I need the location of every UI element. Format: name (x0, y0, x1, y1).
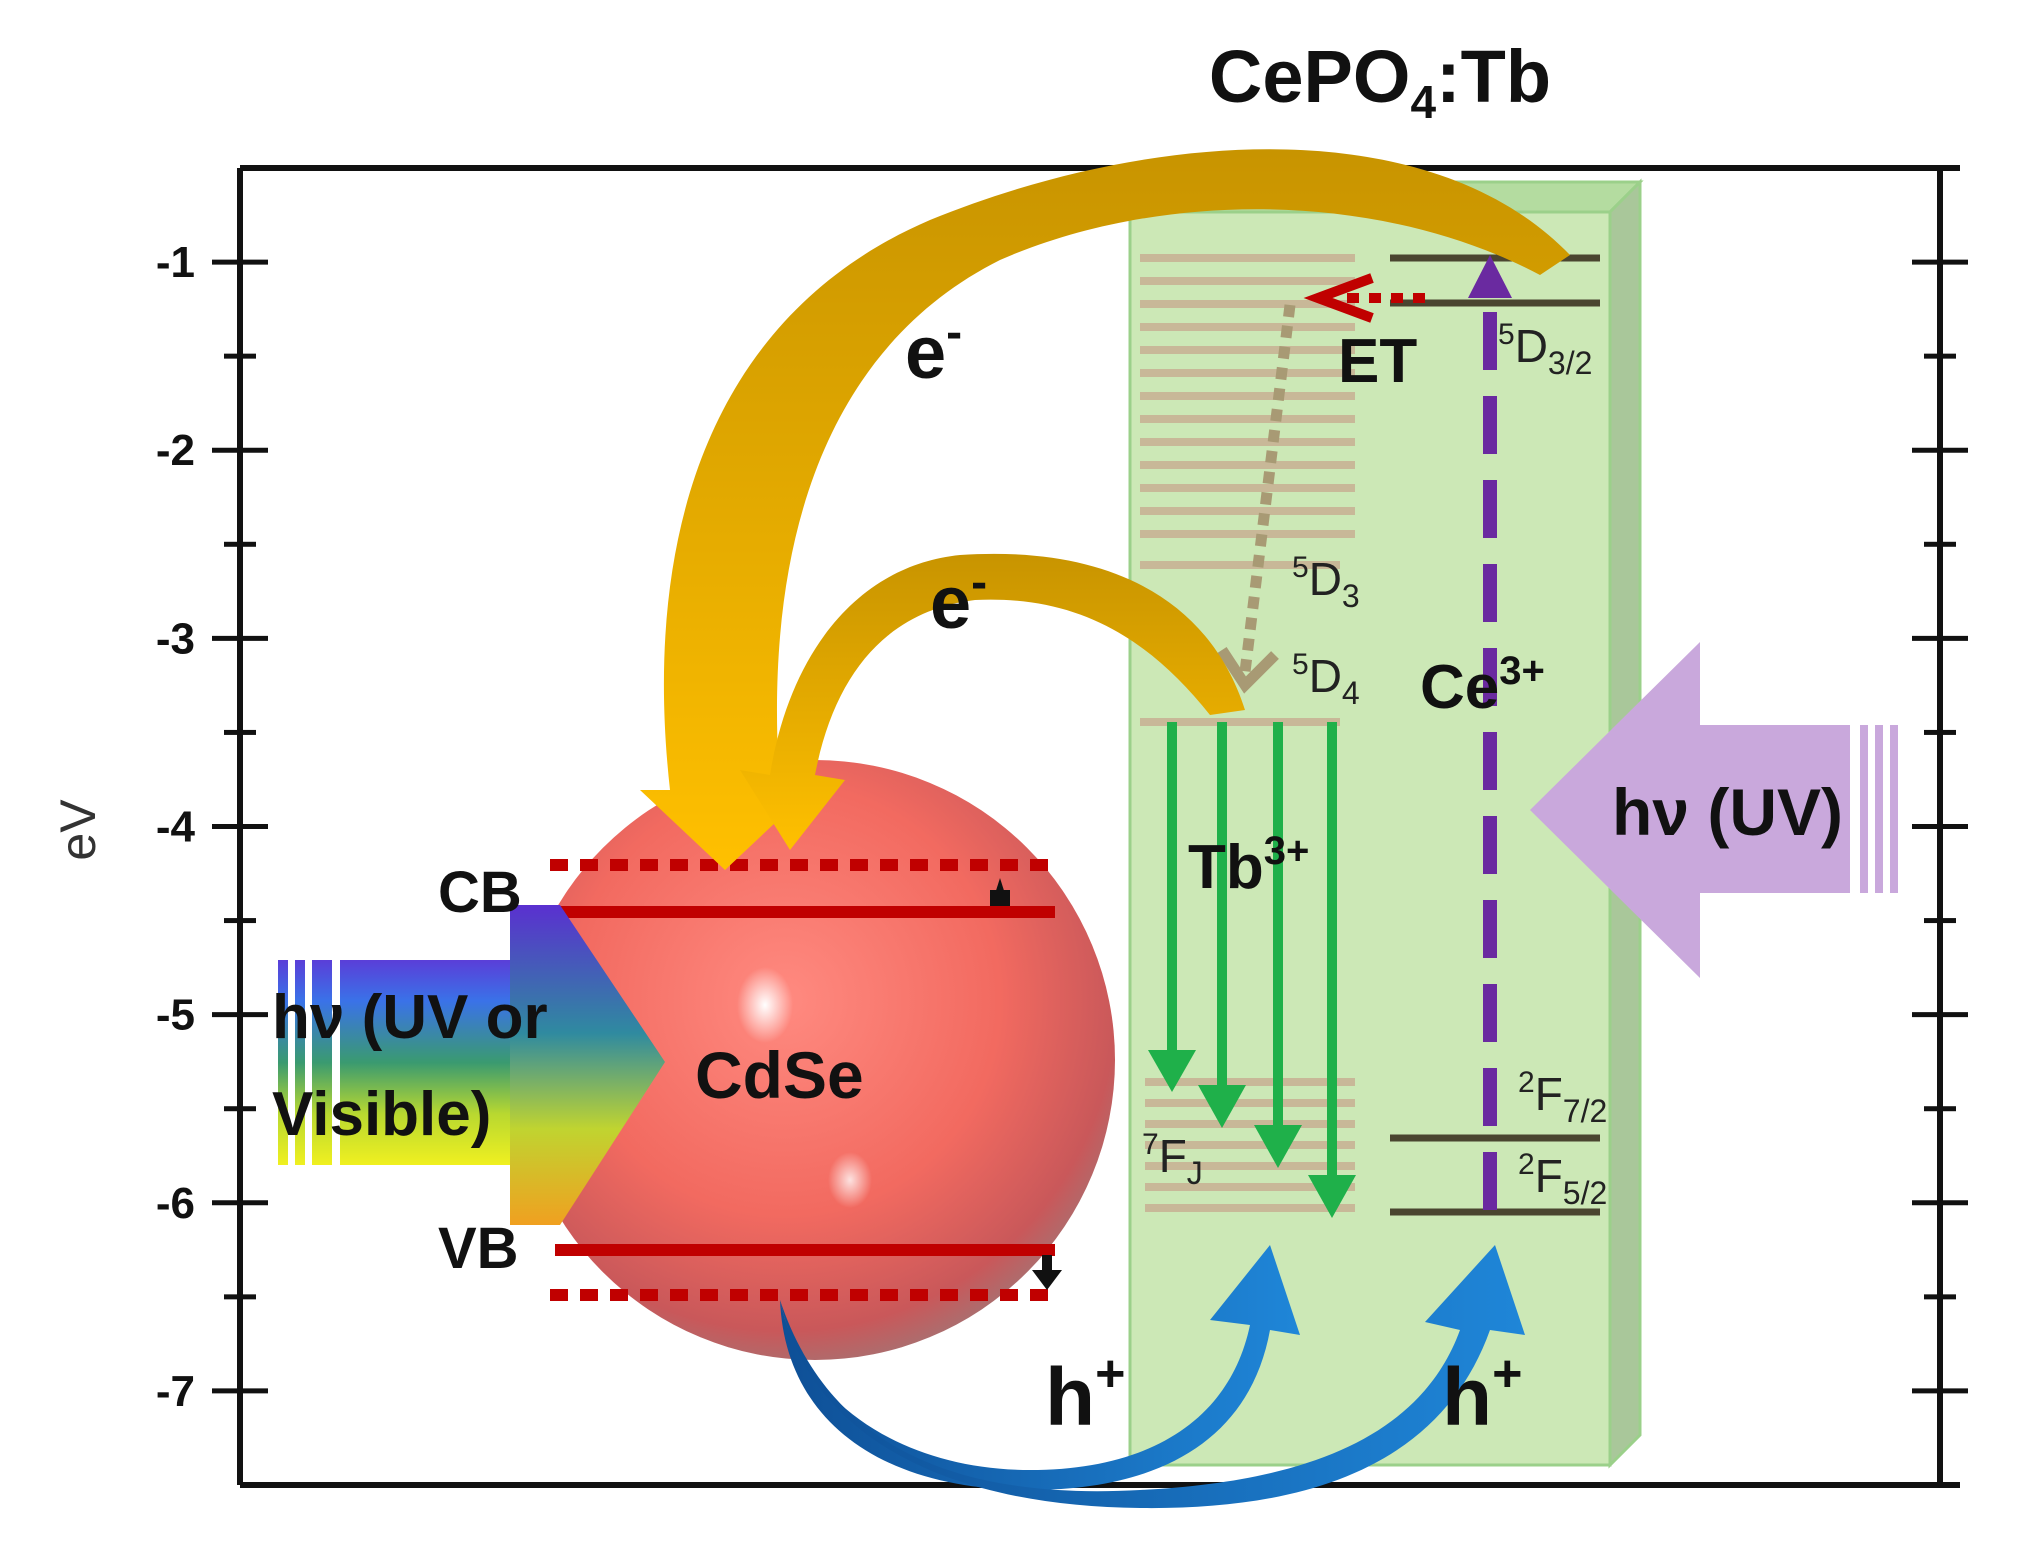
visible-label-line2: Visible) (272, 1080, 491, 1149)
uv-excitation-arrow (1530, 642, 1898, 978)
ce-excitation-dashed-arrow (1468, 255, 1512, 1210)
electron-label-top: e- (905, 306, 962, 394)
y-tick-label: -5 (156, 991, 195, 1040)
et-label: ET (1338, 327, 1417, 396)
y-axis-title: eV (50, 799, 106, 861)
visible-label-line1: hν (UV or (272, 983, 548, 1052)
y-tick-label: -3 (156, 614, 195, 663)
relaxation-dotted-arrow (1217, 304, 1296, 694)
cb-label: CB (438, 860, 522, 925)
cdse-label: CdSe (695, 1038, 864, 1112)
uv-excitation-label: hν (UV) (1612, 775, 1843, 849)
electron-label-bottom: e- (930, 556, 987, 644)
et-arrow (1303, 273, 1425, 323)
level-5d32-label: 5D3/2 (1498, 318, 1592, 381)
level-2f72-label: 2F7/2 (1518, 1066, 1607, 1129)
cdse-bands (550, 859, 1062, 1301)
hole-label-left: h+ (1045, 1345, 1125, 1443)
tb-energy-ladder (1140, 254, 1355, 1212)
y-tick-label: -6 (156, 1179, 195, 1228)
vb-label: VB (438, 1216, 519, 1281)
hole-label-right: h+ (1442, 1345, 1522, 1443)
y-tick-label: -2 (156, 426, 195, 475)
ce-ion-label: Ce3+ (1420, 649, 1545, 722)
axis-ticks: -1 -2 -3 -4 -5 -6 -7 (156, 238, 1968, 1416)
visible-excitation-arrow (278, 905, 665, 1225)
level-5d4-label: 5D4 (1292, 648, 1360, 711)
electron-transfer-arrows (640, 149, 1570, 870)
tb-ion-label: Tb3+ (1188, 829, 1309, 902)
y-tick-label: -4 (156, 803, 196, 852)
level-7fj-label: 7FJ (1142, 1128, 1203, 1191)
level-5d3-label: 5D3 (1292, 551, 1360, 614)
level-2f52-label: 2F5/2 (1518, 1148, 1607, 1211)
title: CePO4:Tb (1209, 35, 1551, 128)
y-tick-label: -1 (156, 238, 195, 287)
tb-emission-arrows (1148, 722, 1356, 1218)
vb-shift-arrow-icon (1032, 1270, 1062, 1290)
y-tick-label: -7 (156, 1367, 195, 1416)
